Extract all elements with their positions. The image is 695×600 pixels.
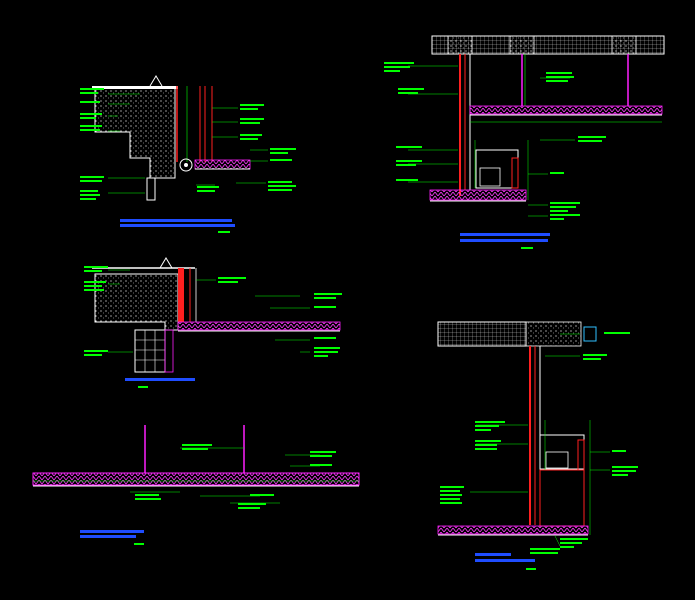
leader-lines bbox=[408, 65, 575, 217]
beam-top-notch bbox=[159, 257, 173, 269]
column-stub bbox=[146, 177, 156, 201]
ceiling-panel bbox=[177, 321, 341, 331]
annotation-blocks bbox=[80, 88, 296, 200]
leader-lines bbox=[470, 333, 610, 547]
window-frame bbox=[134, 329, 166, 373]
window-grid bbox=[135, 330, 165, 372]
annotation-blocks bbox=[384, 62, 606, 220]
detail-3 bbox=[84, 257, 342, 388]
annotation-blocks bbox=[84, 266, 342, 357]
slab-grid bbox=[431, 35, 665, 55]
detail-scale bbox=[526, 568, 536, 570]
detail-title-bar bbox=[475, 553, 511, 556]
ceiling-panel bbox=[32, 472, 360, 486]
annotation-blocks bbox=[440, 332, 638, 554]
beam-top-edge bbox=[92, 86, 178, 89]
ceiling-panel bbox=[194, 159, 251, 170]
detail-title-bar bbox=[475, 559, 535, 562]
detail-scale bbox=[138, 386, 148, 388]
detail-title-bar bbox=[120, 219, 232, 222]
light-fixture-icon bbox=[179, 158, 193, 172]
detail-scale bbox=[218, 231, 230, 233]
detail-4 bbox=[32, 425, 360, 545]
detail-title-bar bbox=[80, 530, 144, 533]
floor-insulation bbox=[437, 525, 589, 535]
ceiling-panel bbox=[469, 105, 663, 115]
detail-1 bbox=[80, 75, 296, 233]
leader-lines bbox=[108, 269, 310, 353]
slab-grid bbox=[437, 321, 527, 347]
detail-5 bbox=[437, 321, 638, 570]
detail-scale bbox=[134, 543, 144, 545]
detail-title-bar bbox=[460, 239, 548, 242]
concrete-beam bbox=[94, 87, 176, 179]
cabinet-side bbox=[577, 439, 585, 471]
slab-section bbox=[509, 35, 535, 55]
concrete-beam bbox=[94, 273, 179, 331]
detail-title-bar bbox=[460, 233, 550, 236]
cabinet-side bbox=[511, 157, 519, 189]
beam-top-notch bbox=[149, 75, 163, 87]
floor-insulation bbox=[429, 189, 527, 201]
slab-section bbox=[611, 35, 637, 55]
cabinet-panel bbox=[545, 451, 569, 469]
detail-title-bar bbox=[125, 378, 195, 381]
slab-connector bbox=[583, 326, 597, 342]
window-sill bbox=[164, 329, 174, 373]
detail-scale bbox=[521, 247, 533, 249]
annotation-blocks bbox=[135, 444, 336, 509]
wall-lining bbox=[539, 469, 585, 527]
wall-red bbox=[178, 268, 184, 322]
detail-title-bar bbox=[120, 224, 235, 227]
light-fixture-center bbox=[184, 163, 188, 167]
slab-section bbox=[447, 35, 473, 55]
detail-title-bar bbox=[80, 535, 136, 538]
detail-2 bbox=[384, 35, 665, 249]
leader-lines bbox=[108, 93, 268, 194]
cabinet-panel bbox=[479, 167, 501, 187]
